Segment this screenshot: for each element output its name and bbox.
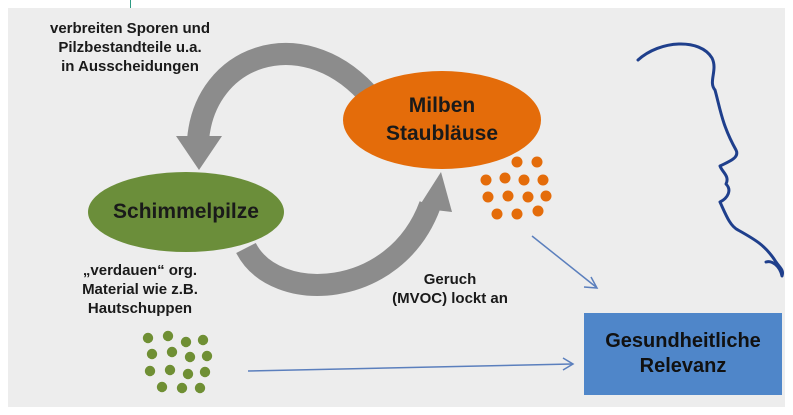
spore-dot bbox=[194, 382, 206, 394]
spore-dot bbox=[180, 336, 192, 348]
spore-dot bbox=[176, 382, 188, 394]
spore-dot bbox=[201, 350, 213, 362]
milben-label-line-2: Staubläuse bbox=[385, 122, 499, 145]
annotation-digest: „verdauen“ org. Material wie z.B. Hautsc… bbox=[20, 262, 260, 318]
mite-dot bbox=[522, 191, 534, 203]
annotation-geruch-line-2: (MVOC) lockt an bbox=[392, 289, 508, 307]
relevanz-line-1: Gesundheitliche bbox=[605, 330, 761, 352]
connector-milben-to-relevanz bbox=[531, 235, 599, 289]
spore-dot bbox=[197, 334, 209, 346]
mite-dot bbox=[482, 191, 494, 203]
spore-dot bbox=[146, 348, 158, 360]
mite-dot bbox=[480, 174, 492, 186]
mite-dot bbox=[502, 190, 514, 202]
top-accent-tick bbox=[130, 0, 131, 14]
annotation-digest-line-1: „verdauen“ org. bbox=[82, 262, 198, 279]
milben-node bbox=[343, 71, 541, 169]
mite-dot bbox=[511, 156, 523, 168]
human-face-profile-icon bbox=[636, 42, 784, 278]
schimmelpilze-label: Schimmelpilze bbox=[113, 200, 259, 223]
mite-dots-icon bbox=[480, 156, 552, 220]
annotation-geruch-line-1: Geruch bbox=[423, 271, 477, 288]
spore-dot bbox=[162, 330, 174, 342]
schimmelpilze-node bbox=[88, 172, 284, 252]
cycle-arrow-lower bbox=[236, 172, 452, 296]
annotation-spores-line-1: verbreiten Sporen und bbox=[49, 20, 211, 37]
mite-dot bbox=[511, 208, 523, 220]
milben-label: Milben Staubläuse bbox=[343, 92, 541, 148]
mite-dot bbox=[499, 172, 511, 184]
connector-schimmel-to-relevanz bbox=[247, 357, 575, 372]
spore-dot bbox=[144, 365, 156, 377]
spore-dot bbox=[199, 366, 211, 378]
mite-dot bbox=[540, 190, 552, 202]
spore-dot bbox=[182, 368, 194, 380]
mite-dot bbox=[518, 174, 530, 186]
annotation-geruch: Geruch (MVOC) lockt an bbox=[350, 271, 550, 309]
annotation-spores-line-2: Pilzbestandteile u.a. bbox=[58, 38, 202, 56]
spore-dot bbox=[164, 364, 176, 376]
gesundheitliche-relevanz-box: Gesundheitliche Relevanz bbox=[584, 313, 782, 395]
spore-dot bbox=[184, 351, 196, 363]
annotation-digest-line-2: Material wie z.B. bbox=[82, 280, 198, 298]
spore-dots-icon bbox=[142, 330, 213, 394]
milben-label-line-1: Milben bbox=[408, 94, 476, 117]
annotation-spores: verbreiten Sporen und Pilzbestandteile u… bbox=[10, 20, 250, 76]
mite-dot bbox=[537, 174, 549, 186]
relevanz-line-2: Relevanz bbox=[639, 355, 727, 377]
spore-dot bbox=[156, 381, 168, 393]
mite-dot bbox=[531, 156, 543, 168]
annotation-spores-line-3: in Ausscheidungen bbox=[61, 57, 199, 75]
spore-dot bbox=[166, 346, 178, 358]
spore-dot bbox=[142, 332, 154, 344]
cycle-arrow-upper bbox=[176, 43, 374, 170]
mite-dot bbox=[532, 205, 544, 217]
annotation-digest-line-3: Hautschuppen bbox=[87, 299, 193, 317]
mite-dot bbox=[491, 208, 503, 220]
